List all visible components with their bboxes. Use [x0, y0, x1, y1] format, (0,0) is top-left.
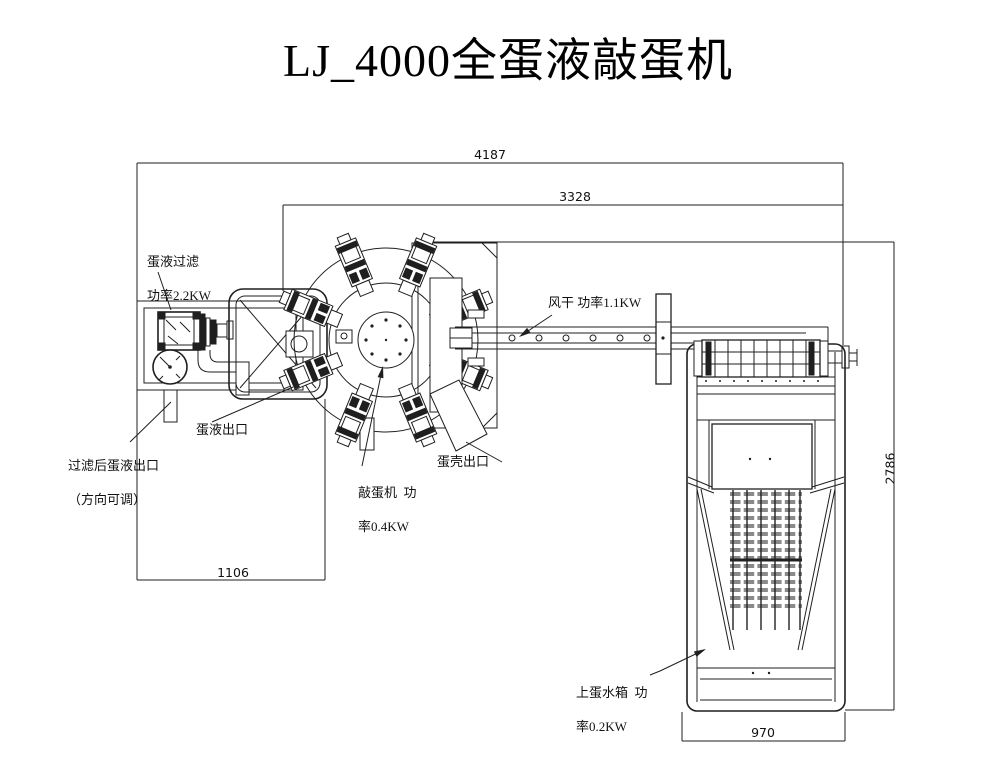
collection-tank [228, 288, 353, 400]
dim-tank-height: 2786 [882, 452, 898, 485]
label-egg-breaker-line1: 敲蛋机 功 [358, 485, 417, 500]
tank-upper-bands [697, 376, 835, 489]
rotor-center-bolts [364, 318, 408, 362]
label-egg-liquid-outlet: 蛋液出口 [196, 422, 249, 437]
label-egg-water-tank-line1: 上蛋水箱 功 [576, 685, 648, 700]
label-egg-filter: 蛋液过滤 功率2.2KW [134, 236, 211, 321]
dim-tank-width: 970 [751, 725, 775, 740]
dim-filter-section-width: 1106 [217, 565, 249, 580]
drawing-title: LJ_4000全蛋液敲蛋机 [283, 35, 733, 86]
label-egg-breaker-line2: 率0.4KW [358, 519, 409, 534]
tank-middle-panel [687, 423, 845, 494]
conveyor-holes [508, 334, 651, 342]
dim-overall-width: 4187 [474, 147, 506, 162]
pressure-gauge [152, 349, 188, 385]
label-egg-water-tank-line2: 率0.2KW [576, 719, 627, 734]
label-egg-filter-line1: 蛋液过滤 [147, 254, 200, 269]
tank-top-drum [693, 339, 858, 378]
tank-base [697, 667, 835, 701]
leader-arrowheads [377, 327, 706, 657]
dim-upper-section-width: 3328 [559, 189, 591, 204]
label-filtered-egg-outlet-line2: （方向可调） [68, 492, 147, 507]
label-filtered-egg-outlet-line1: 过滤后蛋液出口 [68, 458, 160, 473]
label-filtered-egg-outlet: 过滤后蛋液出口 （方向可调） [55, 440, 159, 525]
label-egg-water-tank: 上蛋水箱 功 率0.2KW [563, 667, 648, 752]
label-egg-filter-line2: 功率2.2KW [147, 288, 211, 303]
shell-chute [429, 379, 488, 452]
pump-flanges [199, 313, 234, 351]
filter-unit [136, 300, 304, 423]
label-egg-breaker: 敲蛋机 功 率0.4KW [345, 467, 417, 552]
tank-sloped-walls [696, 488, 836, 651]
water-tank [686, 339, 858, 712]
label-egg-shell-outlet: 蛋壳出口 [437, 454, 490, 469]
egg-lift-ladder [730, 490, 802, 630]
leader-lines [129, 271, 706, 676]
egg-breaker-rotor [276, 230, 496, 451]
filter-motor [157, 311, 201, 351]
filter-pipes [163, 350, 250, 423]
label-air-dry: 风干 功率1.1KW [548, 295, 642, 310]
air-dry-fan [655, 293, 672, 385]
